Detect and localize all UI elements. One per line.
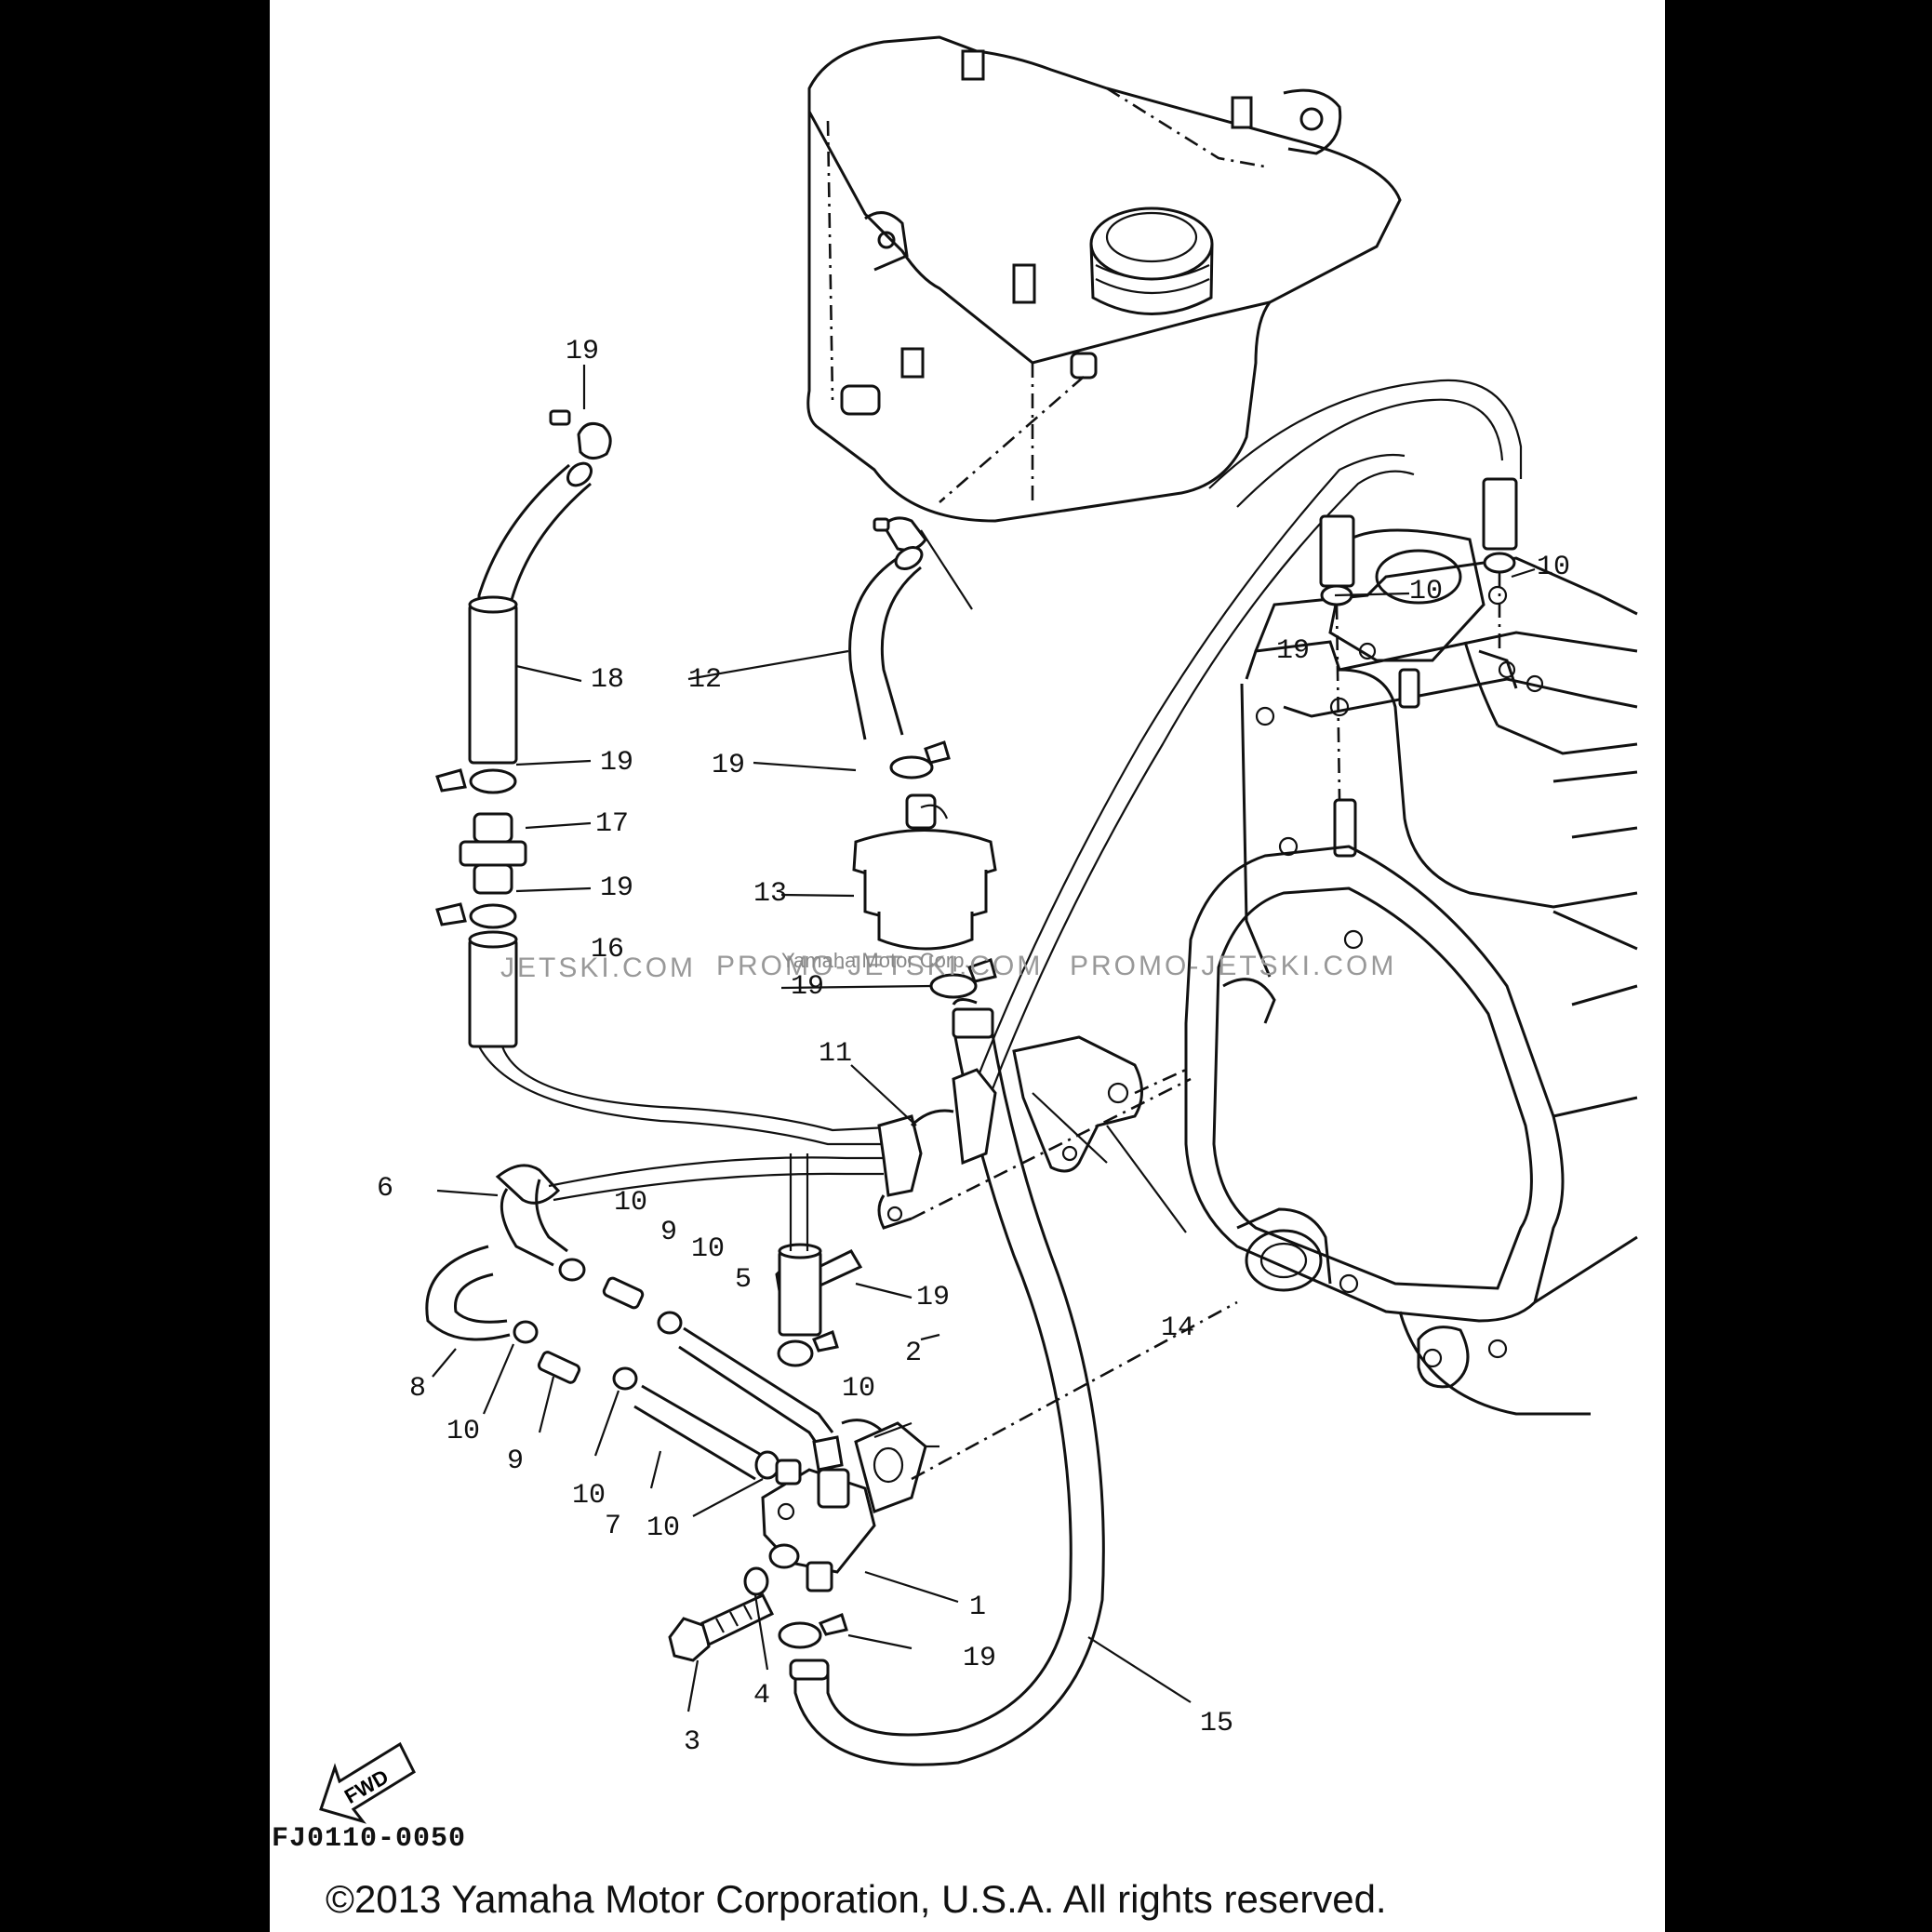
callout-13: 13 xyxy=(753,878,787,910)
callout-10-b: 10 xyxy=(691,1233,725,1265)
callout-10-engine-a: 10 xyxy=(1409,576,1443,607)
callout-3: 3 xyxy=(684,1726,700,1758)
watermark-right: PROMO-JETSKI.COM xyxy=(1070,951,1396,981)
callout-12: 12 xyxy=(688,664,722,696)
callout-6: 6 xyxy=(377,1173,393,1205)
tank xyxy=(806,35,1402,523)
callout-14: 14 xyxy=(1161,1312,1194,1344)
callout-5: 5 xyxy=(735,1264,752,1296)
copyright-notice: ©2013 Yamaha Motor Corporation, U.S.A. A… xyxy=(326,1877,1387,1921)
leader-lines xyxy=(432,365,1536,1712)
callout-10-f: 10 xyxy=(842,1373,875,1405)
hose-assembly-left xyxy=(435,409,889,1146)
engine-block xyxy=(1184,528,1638,1416)
fwd-arrow-icon: FWD xyxy=(319,1741,416,1824)
callout-10-c: 10 xyxy=(446,1416,480,1447)
watermark-small: Yamaha Motor Corp. xyxy=(781,949,970,972)
callout-11: 11 xyxy=(819,1038,852,1070)
callout-4: 4 xyxy=(753,1680,770,1712)
callout-19-hose5: 19 xyxy=(916,1282,950,1313)
callout-19-filter-top: 19 xyxy=(712,750,745,781)
callout-labels: 19 19 19 19 19 19 19 19 18 17 16 13 12 1… xyxy=(377,336,1570,1758)
callout-19-upper-clamp: 19 xyxy=(600,747,633,779)
fuel-cock-assembly xyxy=(668,1300,1238,1681)
callout-19-hose12: 19 xyxy=(1276,635,1310,667)
diagram-code: FJ0110-0050 xyxy=(272,1823,467,1855)
callout-10-d: 10 xyxy=(572,1480,606,1512)
watermark-center: PROMO-JETSKI.COM xyxy=(716,951,1043,981)
callout-19-filter-bottom: 19 xyxy=(791,971,824,1003)
callout-16: 16 xyxy=(591,934,624,966)
callout-1: 1 xyxy=(969,1592,986,1623)
callout-10-engine-b: 10 xyxy=(1537,552,1570,583)
callout-7: 7 xyxy=(605,1511,621,1542)
hose-15 xyxy=(826,1036,1073,1737)
fuel-system-exploded-diagram: FWD 19 19 xyxy=(319,35,1638,1824)
callout-2: 2 xyxy=(905,1338,922,1369)
callout-9-b: 9 xyxy=(507,1446,524,1477)
callout-19-top: 19 xyxy=(566,336,599,367)
callout-10-a: 10 xyxy=(614,1187,647,1219)
callout-8: 8 xyxy=(409,1373,426,1405)
callout-15: 15 xyxy=(1200,1708,1233,1739)
filter-assembly xyxy=(848,516,997,1039)
callout-18: 18 xyxy=(591,664,624,696)
callout-19-lower-clamp: 19 xyxy=(600,873,633,904)
diagram-sheet: FWD 19 19 xyxy=(270,0,1665,1932)
lower-hoses xyxy=(425,1153,884,1481)
callout-10-e: 10 xyxy=(646,1512,680,1544)
callout-19-cock-outlet: 19 xyxy=(963,1643,996,1674)
bracket xyxy=(775,1035,1192,1299)
callout-17: 17 xyxy=(595,808,629,840)
callout-9-a: 9 xyxy=(660,1217,677,1248)
watermark-left: JETSKI.COM xyxy=(500,953,696,983)
